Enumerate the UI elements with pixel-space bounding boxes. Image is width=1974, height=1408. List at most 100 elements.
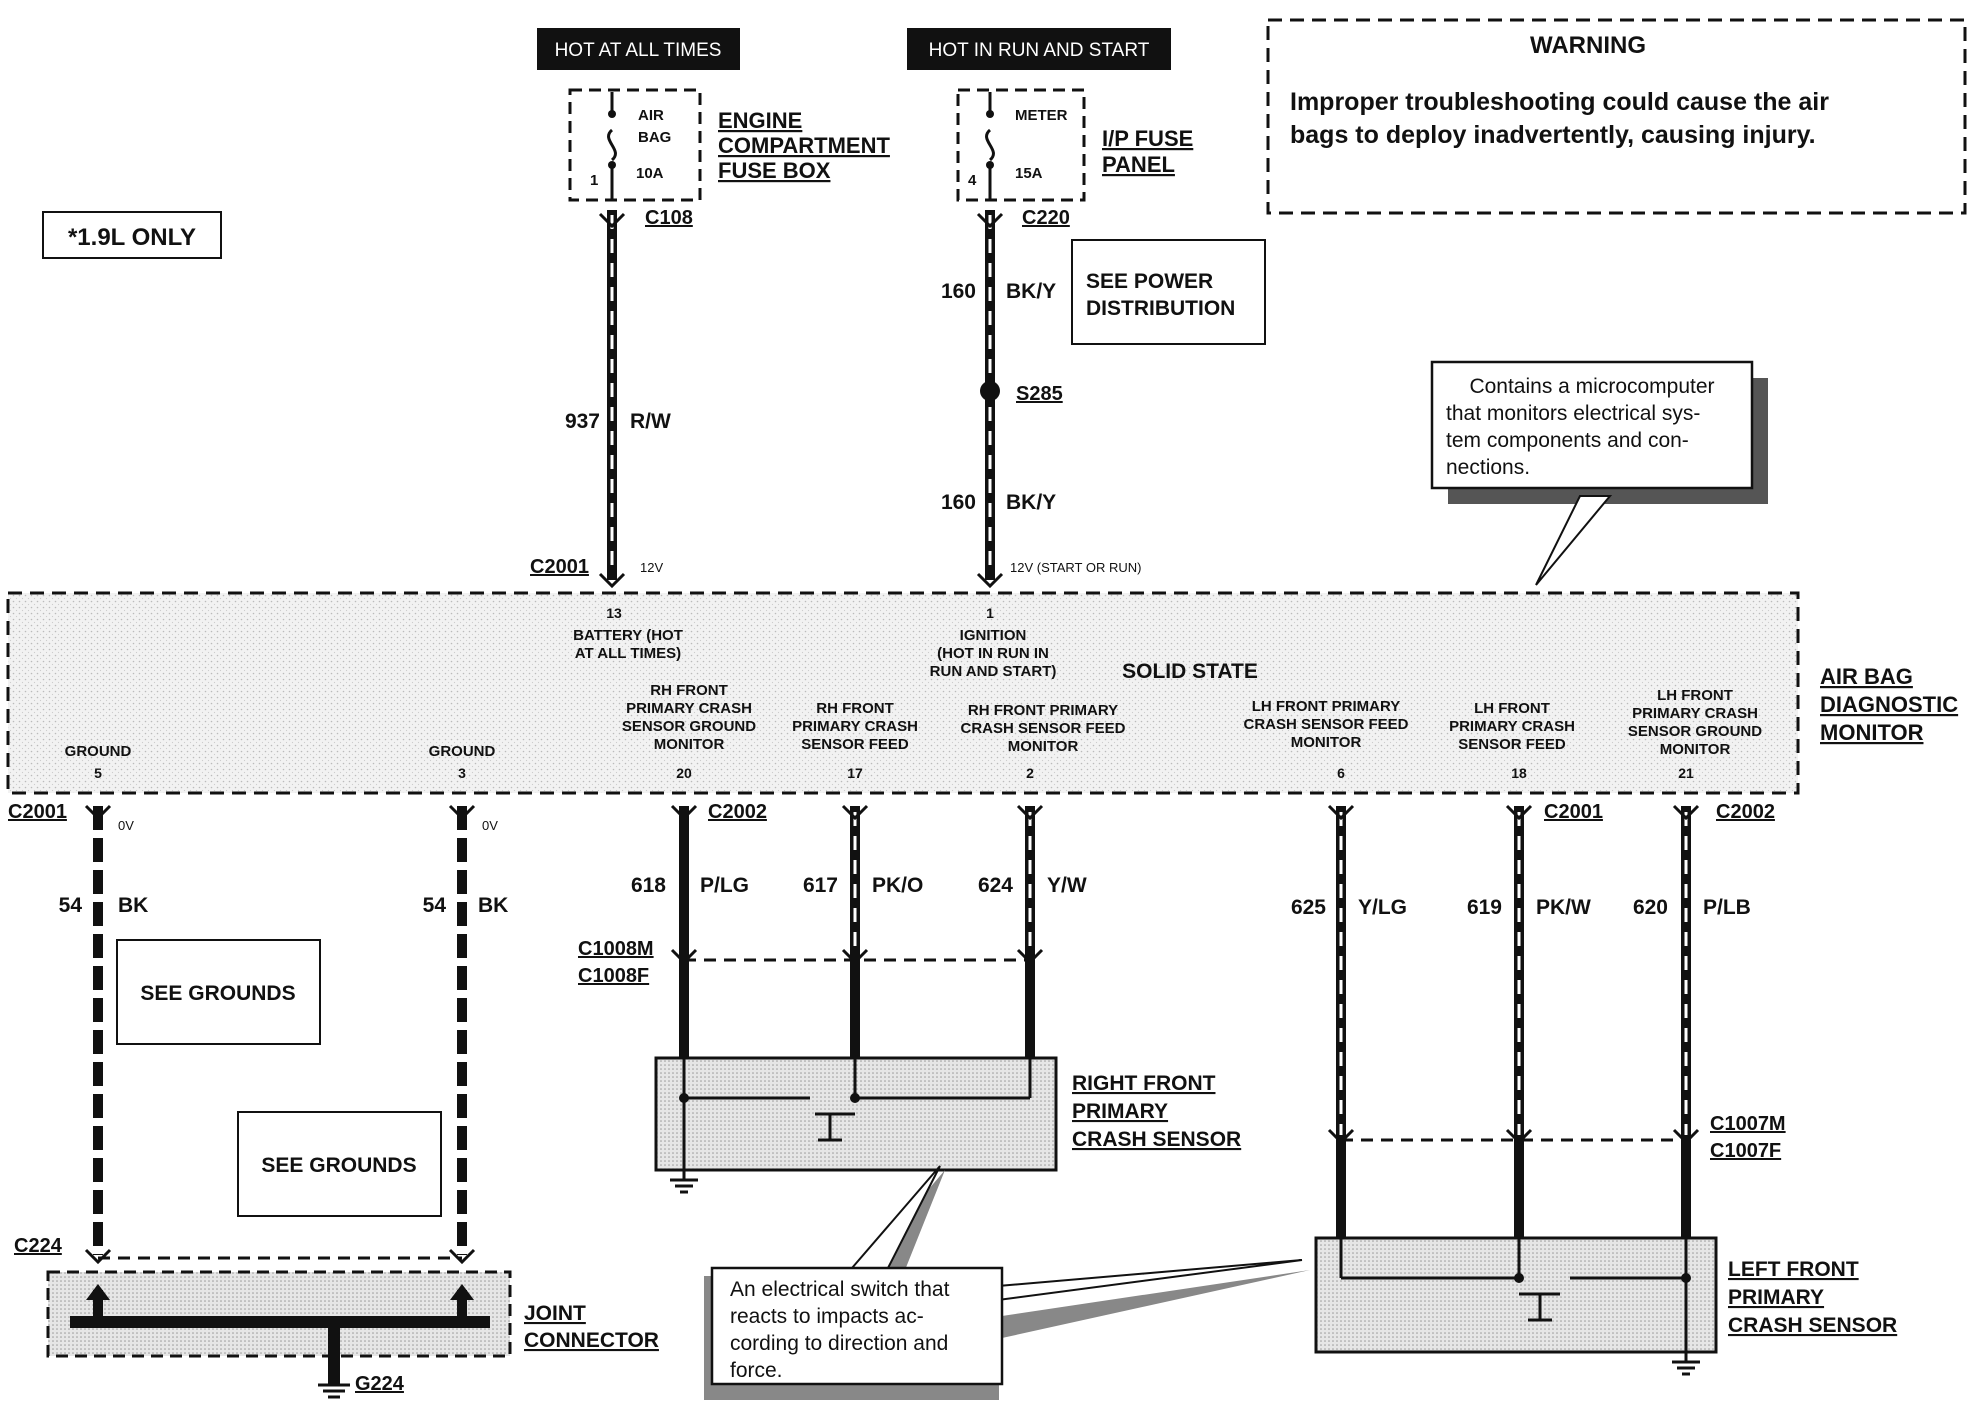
callout-sensor: An electrical switch that reacts to impa… — [704, 1165, 1310, 1400]
left-sensor-line-3: CRASH SENSOR — [1728, 1314, 1897, 1337]
right-sensor-line-3: CRASH SENSOR — [1072, 1128, 1241, 1151]
pin-13-label-1: BATTERY (HOT — [573, 627, 683, 644]
wire-160a-number: 160 — [941, 280, 976, 303]
pin-5-number: 5 — [94, 765, 102, 781]
pin-18-label-3: SENSOR FEED — [1458, 736, 1566, 753]
pin-20-label-3: SENSOR GROUND — [622, 718, 756, 735]
callout-monitor-line-4: nections. — [1446, 456, 1530, 479]
ip-fuse-panel-label: I/P FUSE PANEL — [1102, 126, 1193, 177]
wire-619: 619 PK/W — [1467, 804, 1591, 1238]
connector-c2001-left: C2001 — [8, 801, 67, 823]
pin-20-label-4: MONITOR — [654, 736, 725, 753]
meter-fuse: METER 15A 4 — [956, 88, 1086, 202]
hot-at-all-times-label: HOT AT ALL TIMES — [537, 28, 740, 70]
voltage-12v: 12V — [640, 560, 663, 575]
wire-160b-color: BK/Y — [1006, 491, 1056, 514]
airbag-fuse: AIR BAG 10A 1 — [568, 88, 702, 202]
left-front-crash-sensor — [1314, 1236, 1718, 1376]
voltage-0v-left: 0V — [118, 818, 134, 833]
engine-fuse-box-line-3: FUSE BOX — [718, 158, 831, 183]
splice-s285-dot — [980, 381, 1000, 401]
pin-2-number: 2 — [1026, 765, 1034, 781]
engine-fuse-box-label: ENGINE COMPARTMENT FUSE BOX — [718, 108, 890, 183]
callout-monitor-line-2: that monitors electrical sys- — [1446, 402, 1700, 425]
see-grounds-2-text: SEE GROUNDS — [261, 1154, 416, 1177]
airbag-fuse-rating: 10A — [636, 165, 664, 182]
pin-1-label-3: RUN AND START) — [930, 663, 1057, 680]
connector-c1007f: C1007F — [1710, 1140, 1781, 1162]
connector-c108: C108 — [645, 207, 693, 229]
right-sensor-line-2: PRIMARY — [1072, 1100, 1168, 1123]
pin-6-number: 6 — [1337, 765, 1345, 781]
callout-sensor-line-3: cording to direction and — [730, 1332, 948, 1355]
airbag-fuse-pin: 1 — [590, 172, 598, 189]
warning-line-1: Improper troubleshooting could cause the… — [1290, 88, 1829, 116]
voltage-0v-right: 0V — [482, 818, 498, 833]
splice-s285: S285 — [1016, 383, 1063, 405]
pin-17-number: 17 — [847, 765, 863, 781]
wire-937-color: R/W — [630, 410, 671, 433]
connector-c1008f: C1008F — [578, 965, 649, 987]
module-name-label: AIR BAG DIAGNOSTIC MONITOR — [1820, 664, 1958, 745]
pin-21-label-3: SENSOR GROUND — [1628, 723, 1762, 740]
joint-connector-label: JOINT CONNECTOR — [524, 1302, 659, 1352]
pin-20-label-2: PRIMARY CRASH — [626, 700, 752, 717]
callout-sensor-line-2: reacts to impacts ac- — [730, 1305, 924, 1328]
meter-fuse-name: METER — [1015, 107, 1068, 124]
connector-c1008m: C1008M — [578, 938, 654, 960]
see-grounds-1-text: SEE GROUNDS — [140, 982, 295, 1005]
joint-connector — [46, 1270, 512, 1399]
module-name-line-3: MONITOR — [1820, 720, 1924, 745]
wire-54a-number: 54 — [59, 894, 83, 917]
callout-sensor-line-1: An electrical switch that — [730, 1278, 950, 1301]
pin-18-number: 18 — [1511, 765, 1527, 781]
pin-17-label-3: SENSOR FEED — [801, 736, 909, 753]
pin-21-label-1: LH FRONT — [1657, 687, 1733, 704]
left-sensor-line-1: LEFT FRONT — [1728, 1258, 1859, 1281]
pin-3-number: 3 — [458, 765, 466, 781]
right-front-crash-sensor — [654, 1056, 1058, 1194]
wire-624: 624 Y/W — [978, 804, 1087, 1058]
air-bag-diagnostic-monitor-module: SOLID STATE 13 BATTERY (HOT AT ALL TIMES… — [6, 591, 1800, 795]
left-sensor-line-2: PRIMARY — [1728, 1286, 1824, 1309]
hot-in-run-and-start-text: HOT IN RUN AND START — [929, 40, 1150, 61]
pin-21-label-4: MONITOR — [1660, 741, 1731, 758]
wire-160a-color: BK/Y — [1006, 280, 1056, 303]
wire-625: 625 Y/LG — [1291, 804, 1407, 1238]
wire-937-number: 937 — [565, 410, 600, 433]
connector-c224: C224 — [14, 1235, 63, 1257]
pin-13-number: 13 — [606, 605, 622, 621]
voltage-12v-start-run: 12V (START OR RUN) — [1010, 560, 1141, 575]
wire-620-color: P/LB — [1703, 896, 1751, 919]
connector-c2001-top: C2001 — [530, 556, 589, 578]
connector-c1007m: C1007M — [1710, 1113, 1786, 1135]
pin-6-label-3: MONITOR — [1291, 734, 1362, 751]
wire-617-color: PK/O — [872, 874, 923, 897]
connector-c2002-right: C2002 — [1716, 801, 1775, 823]
pin-2-label-3: MONITOR — [1008, 738, 1079, 755]
left-front-sensor-label: LEFT FRONT PRIMARY CRASH SENSOR — [1728, 1258, 1897, 1337]
warning-line-2: bags to deploy inadvertently, causing in… — [1290, 121, 1816, 149]
module-name-line-2: DIAGNOSTIC — [1820, 692, 1958, 717]
module-solid-state: SOLID STATE — [1122, 660, 1258, 683]
pin-20-number: 20 — [676, 765, 692, 781]
airbag-fuse-name-1: AIR — [638, 107, 664, 124]
joint-connector-line-1: JOINT — [524, 1302, 586, 1325]
engine-fuse-box-line-2: COMPARTMENT — [718, 133, 890, 158]
note-1-9l-text: *1.9L ONLY — [68, 224, 196, 251]
note-1-9l-box: *1.9L ONLY — [42, 211, 222, 259]
ip-fuse-panel-line-1: I/P FUSE — [1102, 126, 1193, 151]
wire-625-number: 625 — [1291, 896, 1326, 919]
ground-g224: G224 — [355, 1373, 405, 1395]
pin-6-label-2: CRASH SENSOR FEED — [1243, 716, 1408, 733]
wire-54b-number: 54 — [423, 894, 447, 917]
pin-21-number: 21 — [1678, 765, 1694, 781]
see-power-distribution-box: SEE POWER DISTRIBUTION — [1071, 239, 1266, 345]
wire-54b-color: BK — [478, 894, 508, 917]
wire-937: 937 R/W — [565, 210, 671, 589]
warning-box: WARNING Improper troubleshooting could c… — [1266, 18, 1967, 215]
callout-monitor-line-1: Contains a microcomputer — [1469, 375, 1714, 398]
connector-c220: C220 — [1022, 207, 1070, 229]
pin-1-label-2: (HOT IN RUN IN — [937, 645, 1049, 662]
pin-3-label: GROUND — [429, 743, 496, 760]
